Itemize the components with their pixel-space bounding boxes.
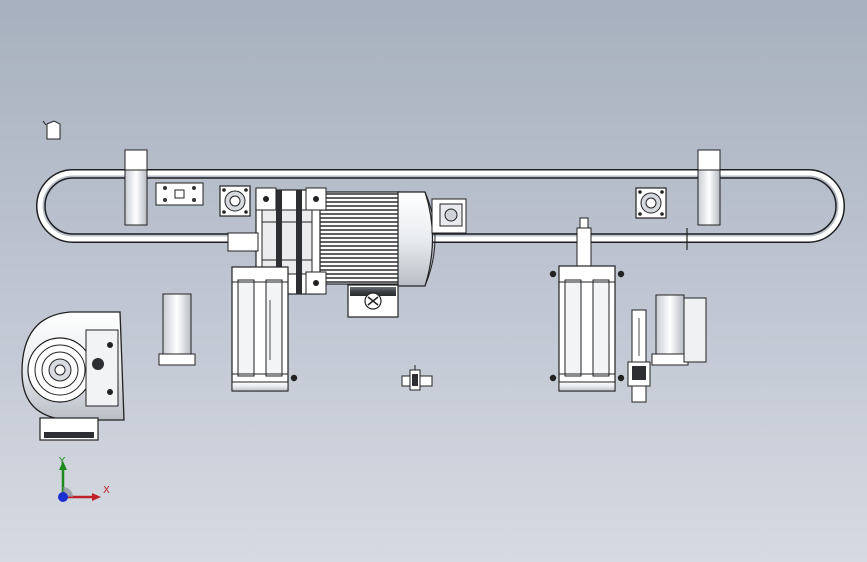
left-bearing-block[interactable] bbox=[219, 185, 251, 217]
triad-x-arrow bbox=[92, 493, 101, 501]
left-pneumatic-cylinder[interactable] bbox=[231, 266, 298, 392]
left-pulley-bracket[interactable] bbox=[124, 149, 148, 226]
triad-x-label: X bbox=[103, 485, 110, 496]
triad-z-axis bbox=[58, 492, 68, 502]
mounting-plate[interactable] bbox=[155, 182, 204, 206]
small-tag-part[interactable] bbox=[42, 120, 61, 140]
left-guide-tube[interactable] bbox=[158, 293, 196, 366]
right-pneumatic-cylinder[interactable] bbox=[549, 217, 625, 392]
right-guide-tube[interactable] bbox=[651, 294, 707, 366]
right-bearing-block[interactable] bbox=[635, 187, 667, 219]
triad-y-arrow bbox=[59, 461, 67, 470]
pneumatic-fitting[interactable] bbox=[401, 365, 433, 391]
triad-y-label: Y bbox=[59, 456, 66, 467]
reference-triad bbox=[58, 461, 101, 502]
conveyor-belt-loop[interactable] bbox=[36, 169, 845, 243]
gearbox-housing[interactable] bbox=[21, 311, 125, 441]
right-pulley-bracket[interactable] bbox=[697, 149, 721, 226]
side-valve[interactable] bbox=[627, 309, 651, 403]
